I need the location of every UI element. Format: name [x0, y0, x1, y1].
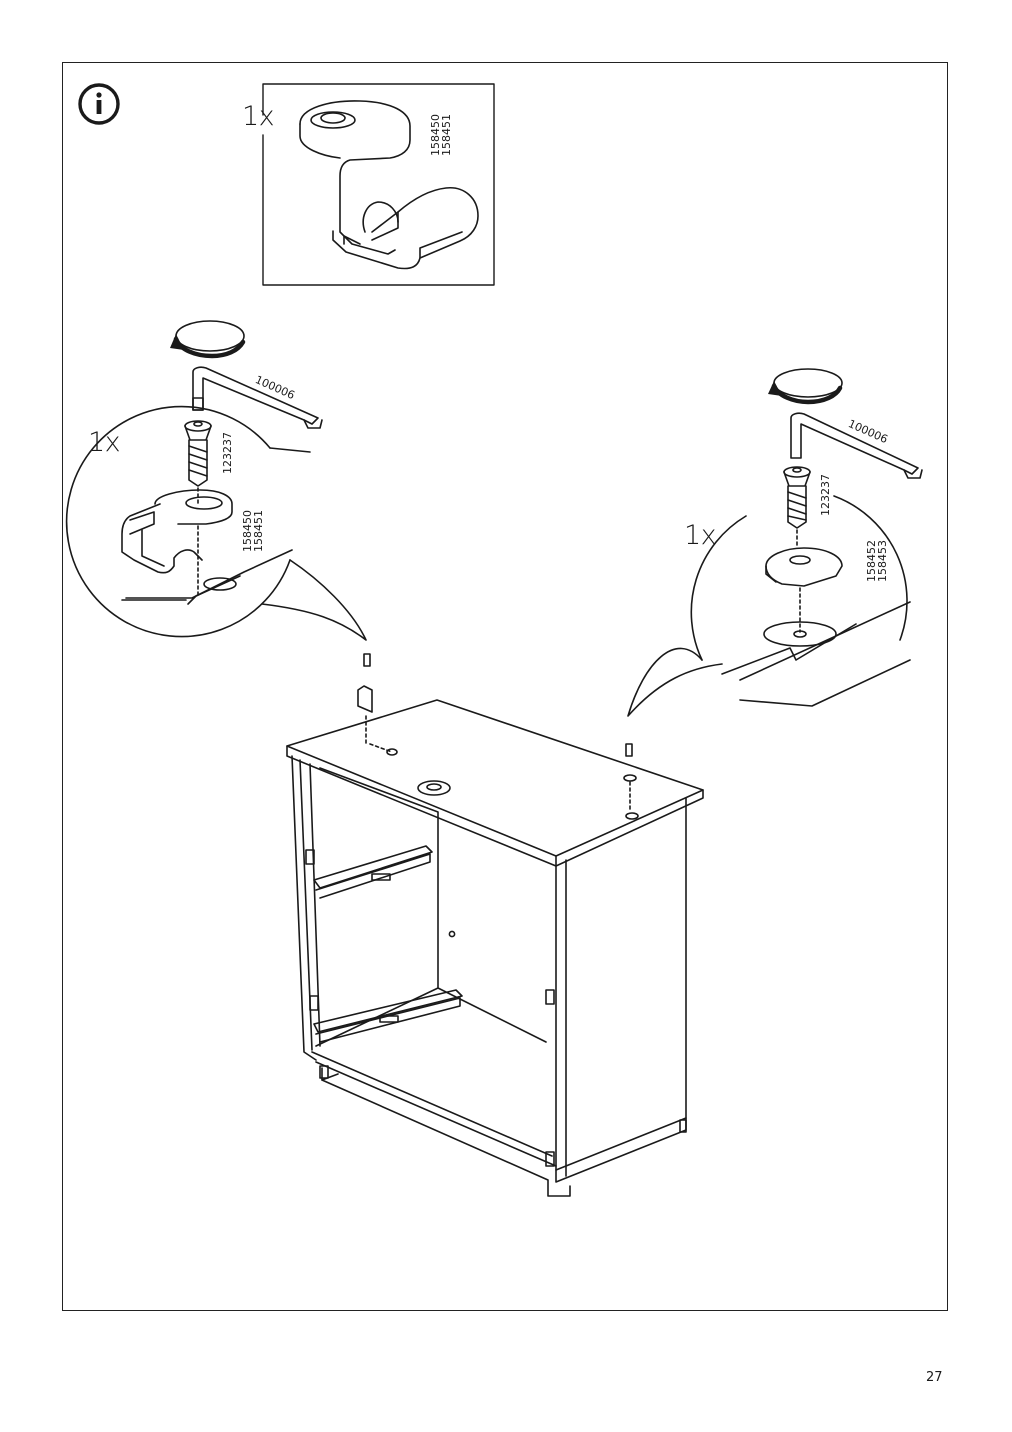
allen-key-left — [170, 320, 323, 429]
left-quantity-label: 1x — [88, 427, 121, 458]
screw-right — [783, 466, 811, 549]
right-detail-callout — [627, 495, 911, 717]
info-circle-icon — [78, 83, 120, 125]
allen-key-right — [768, 368, 923, 479]
instruction-frame — [62, 62, 948, 1311]
left-bracket-codes: 158450 158451 — [241, 510, 265, 552]
left-screw-code: 123237 — [221, 432, 234, 474]
bracket-left — [121, 489, 233, 597]
left-detail-callout — [65, 405, 367, 641]
right-quantity-label: 1x — [684, 520, 717, 551]
inset-part-numbers: 158450 158451 — [429, 114, 453, 156]
inset-quantity-label: 1x — [242, 101, 275, 132]
inset-box — [262, 83, 495, 286]
screw-left — [184, 420, 212, 507]
bracket-part-image — [299, 100, 479, 270]
cabinet-illustration — [286, 653, 704, 1197]
right-screw-code: 123237 — [819, 474, 832, 516]
right-washer-codes: 158452 158453 — [865, 540, 889, 582]
page-number: 27 — [926, 1370, 943, 1385]
washer-right — [765, 547, 843, 633]
